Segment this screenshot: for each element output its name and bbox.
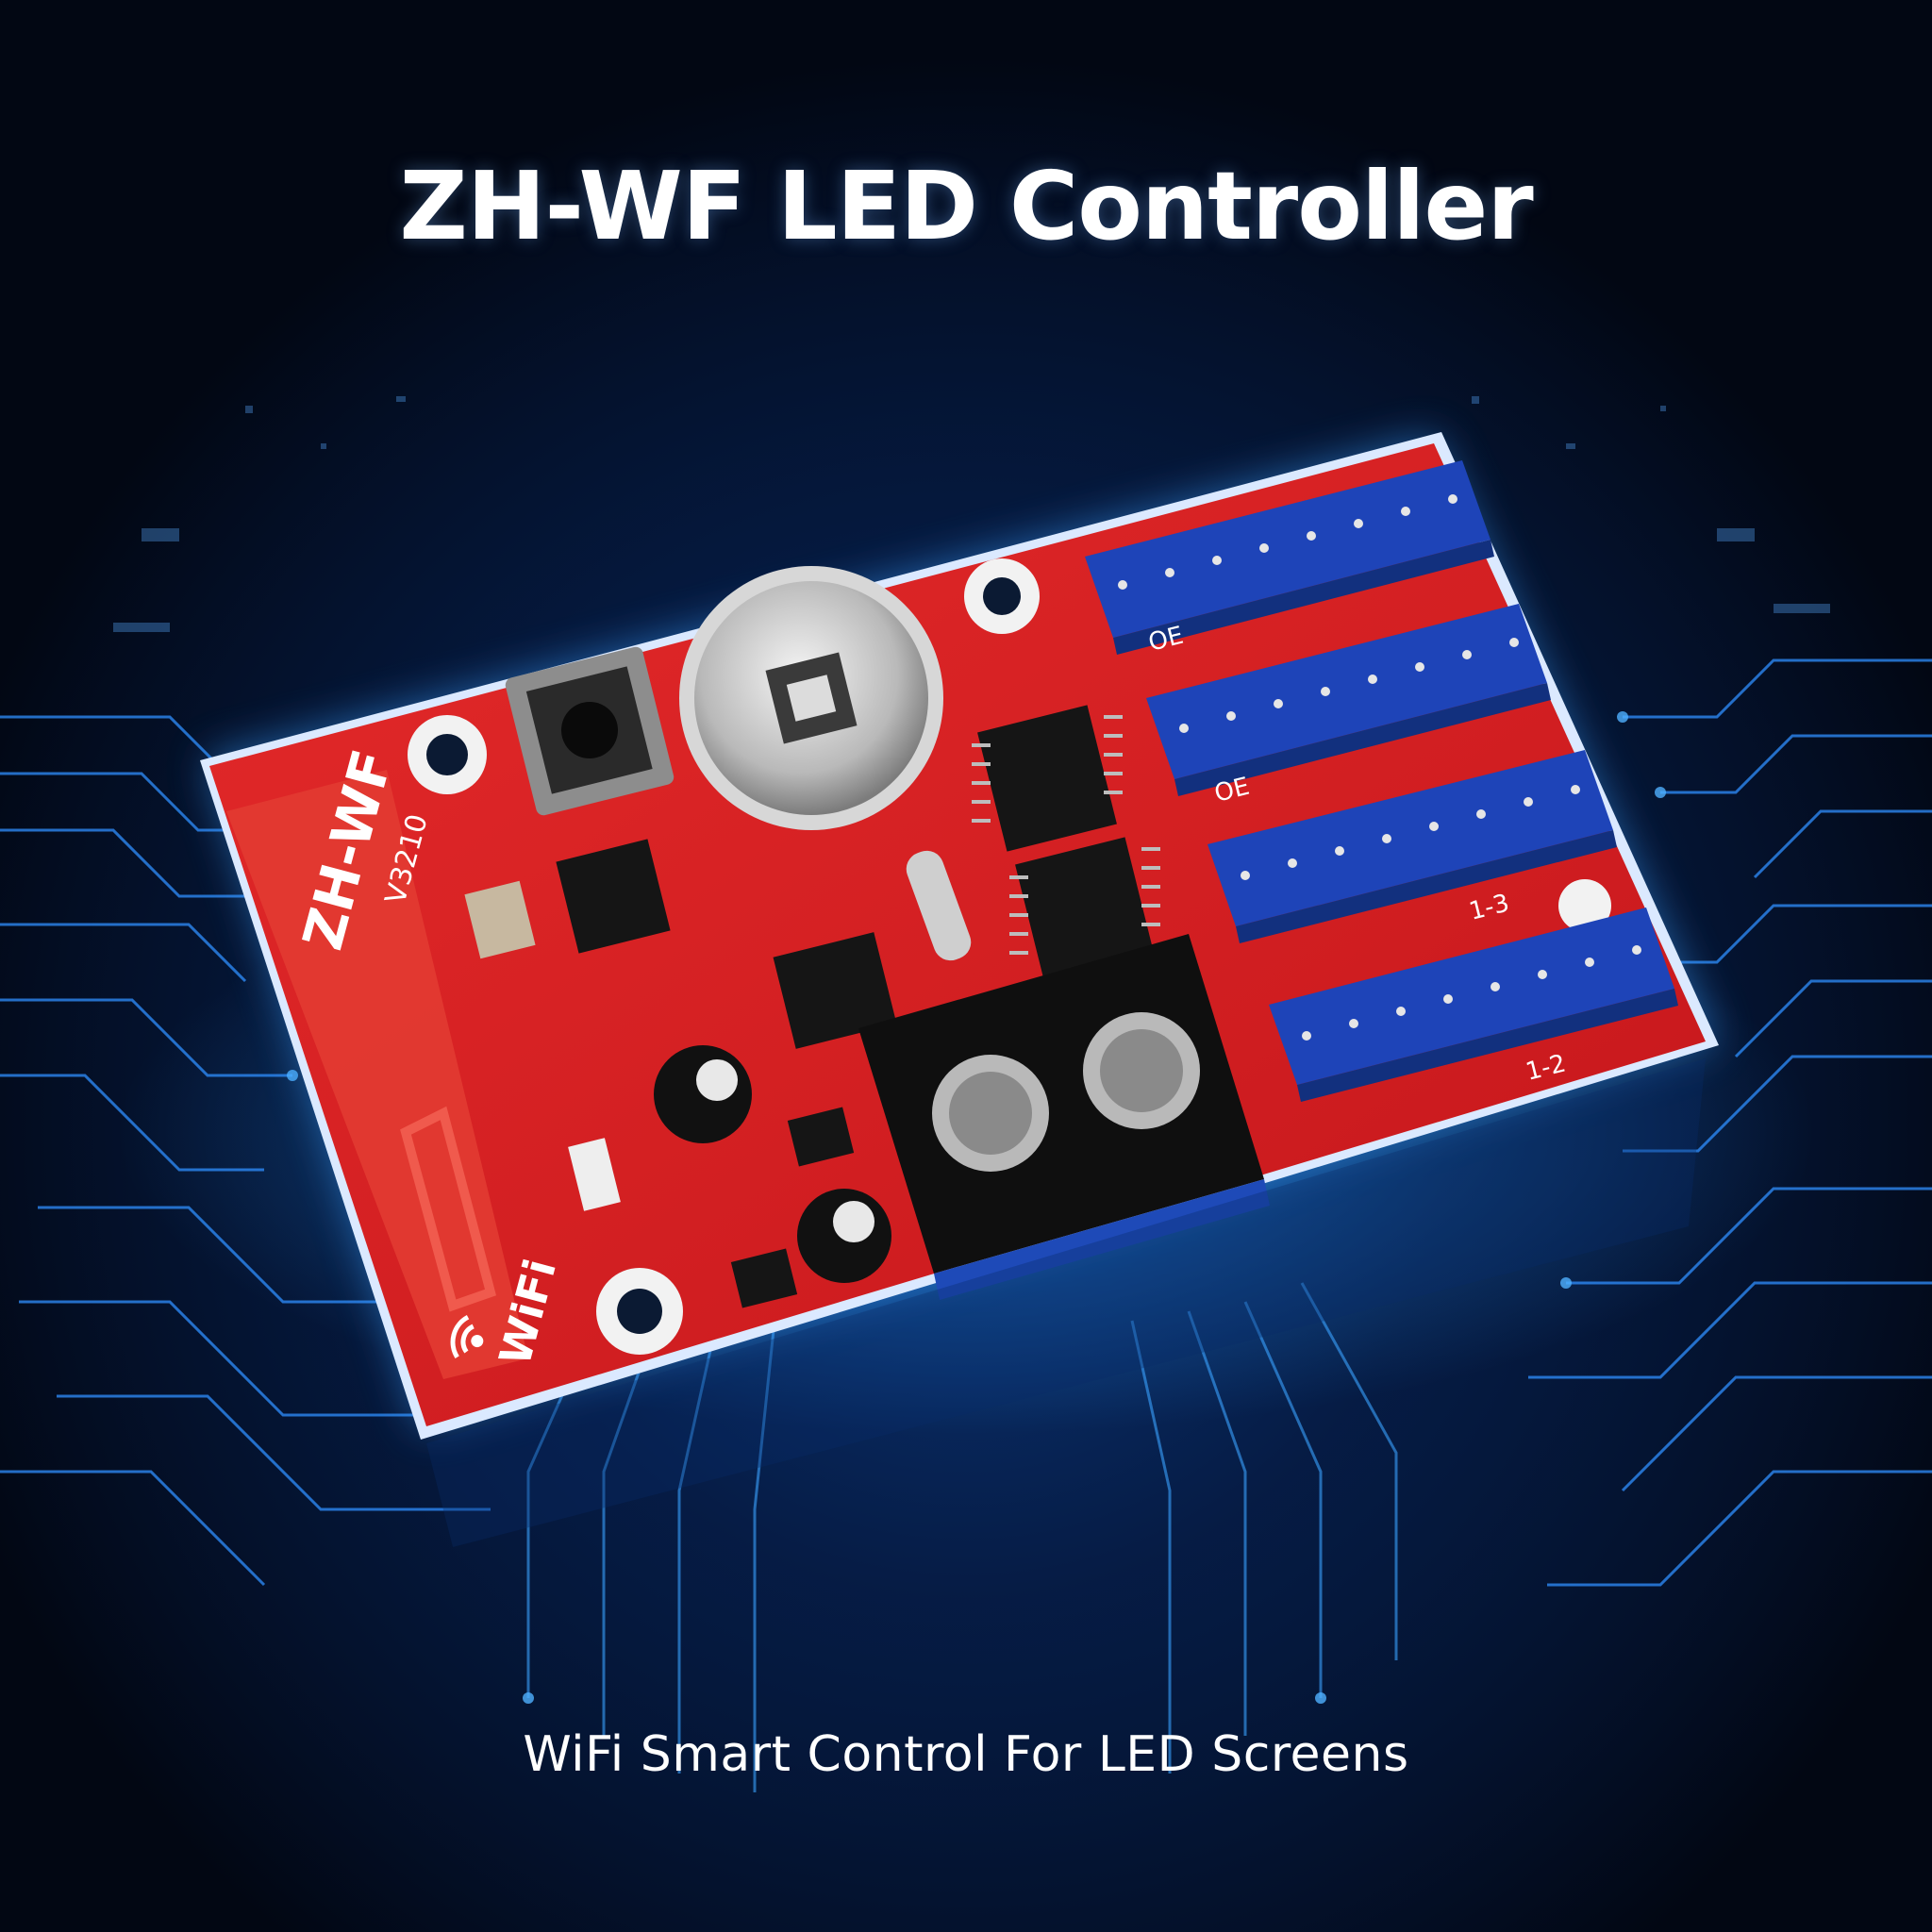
crystal-oscillator (906, 850, 972, 961)
antenna-trace (400, 1106, 497, 1312)
reset-button (505, 646, 675, 816)
wifi-icon (450, 1314, 484, 1358)
tagline: WiFi Smart Control For LED Screens (523, 1726, 1409, 1783)
antenna-region (226, 770, 528, 1379)
chip-pins (972, 715, 1160, 955)
battery-holder (679, 566, 943, 830)
terminal-block (858, 934, 1270, 1300)
board-reflection (426, 1058, 1706, 1547)
circuit-traces-left (0, 715, 491, 1587)
hub-connector-3 (1208, 750, 1617, 943)
hub-connector-4 (1269, 908, 1678, 1102)
headline: ZH-WF LED Controller (399, 151, 1533, 261)
mounting-holes (408, 558, 1611, 1355)
hub-connector-2 (1146, 604, 1551, 796)
capacitors (464, 880, 891, 1283)
hub-connector-1 (1085, 460, 1494, 655)
connector-pins (1118, 494, 1641, 1041)
particle-dots (113, 396, 1830, 632)
ic-chips (556, 705, 1155, 1308)
